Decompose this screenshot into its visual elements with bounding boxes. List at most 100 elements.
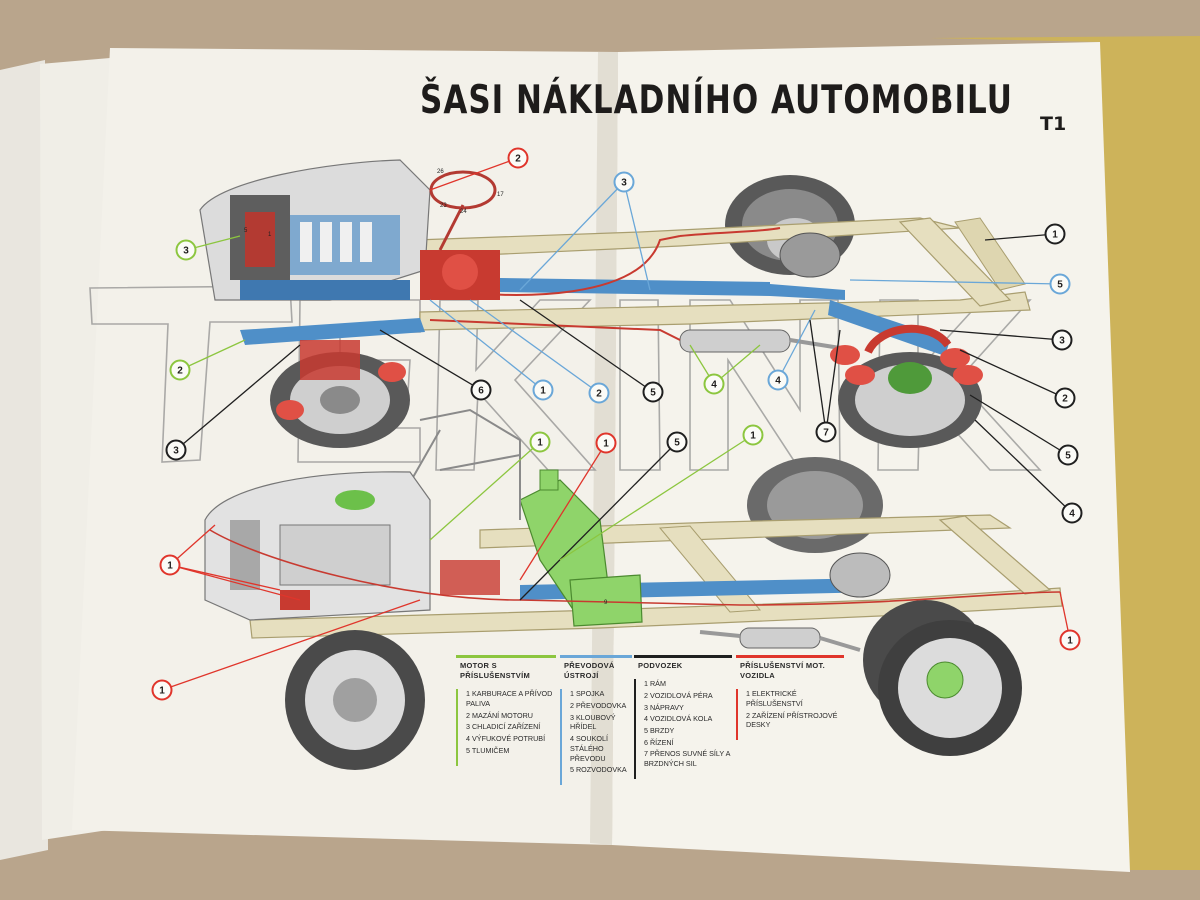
callout-top-black-3a: 3 (165, 439, 187, 461)
callout-circle (1059, 629, 1081, 651)
callout-circle (767, 369, 789, 391)
callout-label: 3 (621, 178, 627, 189)
callout-leader-line (969, 394, 1069, 456)
callout-circle (642, 381, 664, 403)
top-frame-rail-right (419, 291, 1031, 331)
legend-item: 2 PŘEVODOVKA (570, 700, 627, 710)
callout-leader-line (161, 599, 421, 691)
callout-label: 5 (650, 388, 656, 399)
callout-bottom-red-1a: 1 (595, 432, 617, 454)
callout-circle (1051, 329, 1073, 351)
callout-leader-line (429, 299, 544, 391)
page-title: ŠASI NÁKLADNÍHO AUTOMOBILU (420, 78, 1013, 123)
legend-item: 1 KARBURACE A PŘÍVOD PALIVA (466, 689, 553, 708)
callout-label: 3 (173, 446, 179, 457)
callout-leader-line (179, 339, 246, 371)
callout-leader-line (825, 329, 841, 433)
callout-label: 1 (540, 386, 546, 397)
top-frame-crossmember (898, 217, 1012, 307)
legend-prevod: PŘEVODOVÁ ÚSTROJÍ 1 SPOJKA 2 PŘEVODOVKA … (560, 655, 632, 785)
legend-item: 1 ELEKTRICKÉ PŘÍSLUŠENSTVÍ (746, 689, 803, 708)
callout-circle (588, 382, 610, 404)
callout-circle (703, 373, 725, 395)
book-cover-edge (930, 36, 1200, 870)
callout-top-blue-3: 3 (613, 171, 635, 193)
legend-item: 3 CHLADICÍ ZAŘÍZENÍ (466, 722, 541, 732)
bottom-rear-axle (829, 552, 891, 598)
callout-label: 5 (674, 438, 680, 449)
top-brake-line-rear (679, 227, 781, 237)
callout-top-black-6: 6 (470, 379, 492, 401)
legend-item: 1 SPOJKA (570, 689, 605, 699)
legend-heading: MOTOR S PŘÍSLUŠENSTVÍM (456, 655, 556, 683)
callout-label: 4 (1069, 509, 1075, 520)
legend-item: 2 ZAŘÍZENÍ PŘÍSTROJOVÉ DESKY (746, 710, 838, 730)
legend-item: 5 ROZVODOVKA (570, 765, 627, 775)
callout-circle (1061, 502, 1083, 524)
legend-list: 1 SPOJKA 2 PŘEVODOVKA 3 KLOUBOVÝ HŘÍDEL … (560, 689, 632, 785)
callout-label: 1 (1052, 230, 1058, 241)
callout-leader-line (379, 329, 482, 391)
callout-label: 2 (1062, 394, 1068, 405)
top-frame-rear-end (954, 217, 1026, 291)
legend-heading: PŘEVODOVÁ ÚSTROJÍ (560, 655, 632, 683)
bottom-frame-rail-top (479, 514, 1012, 549)
callout-top-black-5b: 5 (1057, 444, 1079, 466)
plate-id: T1 (1040, 113, 1067, 135)
callout-leader-line (623, 181, 651, 291)
callout-circle (175, 239, 197, 261)
bottom-engine (204, 471, 500, 621)
callout-leader-line (519, 181, 625, 291)
callout-label: 1 (1067, 636, 1073, 647)
top-front-axle (240, 318, 425, 420)
callout-label: 4 (711, 380, 717, 391)
callout-circle (151, 679, 173, 701)
callout-top-black-2: 2 (1054, 387, 1076, 409)
legend-item: 3 NÁPRAVY (644, 702, 684, 712)
callout-circle (507, 147, 529, 169)
legend-list: 1 KARBURACE A PŘÍVOD PALIVA 2 MAZÁNÍ MOT… (456, 689, 556, 766)
legend-list: 1 ELEKTRICKÉ PŘÍSLUŠENSTVÍ 2 ZAŘÍZENÍ PŘ… (736, 689, 844, 741)
legend-heading: PŘÍSLUŠENSTVÍ MOT. VOZIDLA (736, 655, 844, 683)
callout-top-blue-5: 5 (1049, 273, 1071, 295)
callout-circle (742, 424, 764, 446)
callout-top-green-4: 4 (703, 373, 725, 395)
callout-label: 1 (603, 439, 609, 450)
legend-item: 6 ŘÍZENÍ (644, 737, 674, 747)
part-label: 24 (460, 209, 467, 215)
top-rear-wheel-lower (830, 324, 983, 448)
part-number-labels: 26 17 23 24 1 5 9 (244, 169, 608, 606)
legend-item: 7 PŘENOS SUVNÉ SÍLY A BRZDNÝCH SIL (644, 749, 731, 769)
callout-top-blue-4: 4 (767, 369, 789, 391)
legend-heading: PODVOZEK (634, 655, 732, 673)
top-rear-axle (779, 232, 950, 356)
callout-circle (165, 439, 187, 461)
callout-circle (529, 431, 551, 453)
callout-bottom-red-1c: 1 (151, 679, 173, 701)
callout-label: 3 (183, 246, 189, 257)
top-exhaust-pipe (429, 319, 681, 341)
callout-leader-line (849, 279, 1061, 285)
book-page-stack-left (0, 60, 48, 860)
callout-circle (159, 554, 181, 576)
legend-item: 5 TLUMIČEM (466, 745, 510, 755)
legend-item: 5 BRZDY (644, 726, 675, 735)
legend-motor: MOTOR S PŘÍSLUŠENSTVÍM 1 KARBURACE A PŘÍ… (456, 655, 556, 766)
bottom-wiring (209, 529, 1061, 606)
callout-bottom-red-1d: 1 (1059, 629, 1081, 651)
callout-bottom-green-1a: 1 (529, 431, 551, 453)
legend-item: 4 VOZIDLOVÁ KOLA (644, 714, 713, 724)
callout-leader-line (169, 564, 281, 591)
legend-item: 2 MAZÁNÍ MOTORU (466, 710, 533, 720)
callout-top-green-2: 2 (169, 359, 191, 381)
callout-top-black-4: 4 (1061, 502, 1083, 524)
callout-leader-line (984, 233, 1056, 241)
callout-label: 2 (177, 366, 183, 377)
legend-item: 4 VÝFUKOVÉ POTRUBÍ (466, 734, 546, 744)
bottom-chassis-diagram (204, 408, 1063, 770)
callout-leader-line (169, 564, 301, 601)
callout-label: 7 (823, 428, 829, 439)
callout-top-black-5a: 5 (642, 381, 664, 403)
top-engine-cutaway (199, 159, 500, 301)
